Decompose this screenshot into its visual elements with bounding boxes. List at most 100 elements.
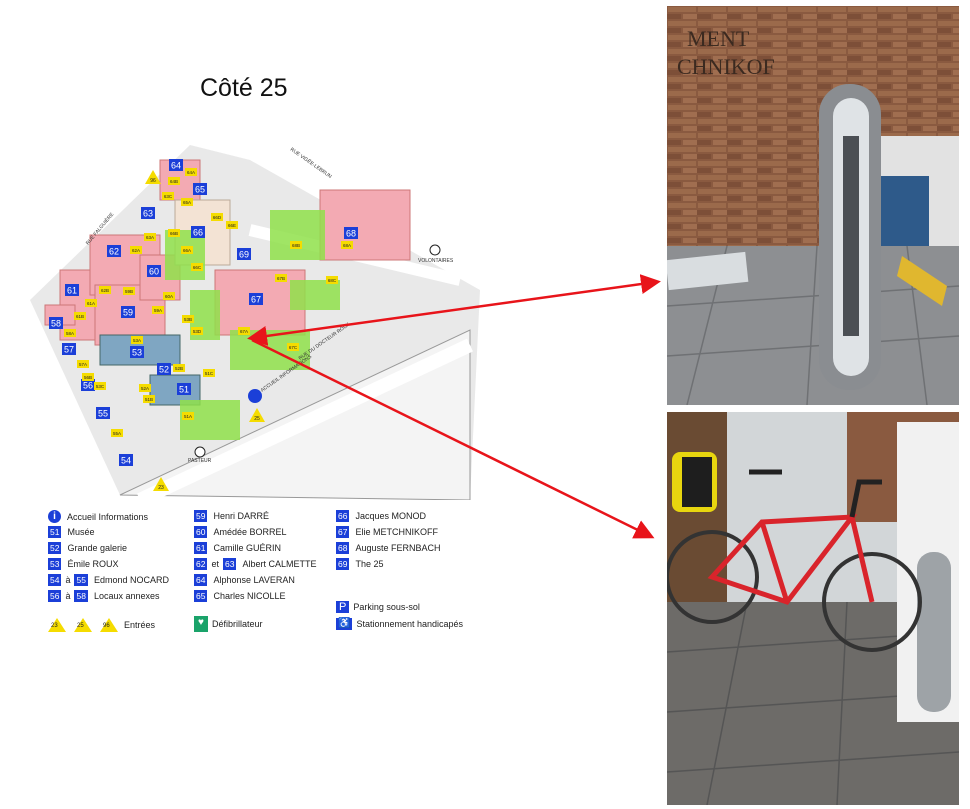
building-badge: 62 bbox=[194, 558, 208, 570]
building-badge[interactable] bbox=[147, 265, 161, 277]
building-badge[interactable] bbox=[107, 245, 121, 257]
map-title: Côté 25 bbox=[200, 74, 288, 102]
building-number[interactable]: 54 bbox=[121, 456, 131, 466]
building-number[interactable]: 58 bbox=[51, 319, 61, 329]
building-number[interactable]: 55 bbox=[98, 409, 108, 419]
entrance-label: 59B bbox=[125, 289, 133, 294]
building-badge[interactable] bbox=[141, 207, 155, 219]
legend-parking: P Parking sous-sol bbox=[336, 601, 420, 613]
info-icon: i bbox=[48, 510, 61, 523]
entrance-marker bbox=[211, 213, 223, 221]
green-space bbox=[290, 280, 340, 310]
building-number[interactable]: 67 bbox=[251, 295, 261, 305]
entrance-label: 51C bbox=[205, 371, 214, 376]
entrance-label: 68C bbox=[328, 278, 337, 283]
building-number[interactable]: 59 bbox=[123, 308, 133, 318]
green-space bbox=[270, 210, 325, 260]
legend-label: Accueil Informations bbox=[67, 511, 149, 522]
entrance-label: 64B bbox=[170, 179, 178, 184]
gate-number: 23 bbox=[51, 623, 58, 629]
building-number[interactable]: 66 bbox=[193, 228, 203, 238]
wall-lettering: MENT bbox=[687, 26, 750, 51]
building-badge: 59 bbox=[194, 510, 208, 522]
building-number[interactable]: 64 bbox=[171, 161, 181, 171]
legend-label: Entrées bbox=[124, 620, 156, 630]
building-badge[interactable] bbox=[62, 343, 76, 355]
gate-number: 96 bbox=[103, 623, 110, 629]
entrance-marker bbox=[82, 373, 94, 381]
building-number[interactable]: 65 bbox=[195, 185, 205, 195]
entrance-marker bbox=[191, 327, 203, 335]
entrance-label: 65A bbox=[183, 200, 191, 205]
legend-label: Émile ROUX bbox=[67, 559, 119, 569]
photo-bike-repair-station: MENT CHNIKOF bbox=[667, 6, 959, 405]
building-number[interactable]: 68 bbox=[346, 229, 356, 239]
building-badge[interactable] bbox=[49, 317, 63, 329]
building-badge[interactable] bbox=[121, 306, 135, 318]
building-number[interactable]: 57 bbox=[64, 345, 74, 355]
entrance-label: 66E bbox=[228, 223, 236, 228]
building-badge[interactable] bbox=[193, 183, 207, 195]
building-number[interactable]: 56 bbox=[83, 381, 93, 391]
building-number[interactable]: 51 bbox=[179, 385, 189, 395]
entrance-marker bbox=[152, 306, 164, 314]
entrance-label: 61B bbox=[76, 314, 84, 319]
building-number[interactable]: 61 bbox=[67, 286, 77, 296]
entrance-label: 63C bbox=[164, 194, 173, 199]
legend-joiner: à bbox=[65, 591, 71, 601]
entrance-label: 66B bbox=[170, 231, 178, 236]
parking-icon: P bbox=[336, 601, 350, 613]
building-badge[interactable] bbox=[344, 227, 358, 239]
building-badge: 54 bbox=[48, 574, 62, 586]
info-icon[interactable] bbox=[248, 389, 262, 403]
gate-triangle bbox=[153, 477, 169, 491]
photo-red-bicycle bbox=[667, 412, 959, 805]
building-badge[interactable] bbox=[191, 226, 205, 238]
entrance-marker bbox=[182, 412, 194, 420]
entrance-marker bbox=[144, 233, 156, 241]
defibrillator-icon: ♥ bbox=[194, 616, 208, 632]
building-number[interactable]: 52 bbox=[159, 365, 169, 375]
building-badge: 66 bbox=[336, 510, 350, 522]
entrance-label: 55A bbox=[113, 431, 121, 436]
building-badge[interactable] bbox=[237, 248, 251, 260]
building-number[interactable]: 53 bbox=[132, 348, 142, 358]
legend-label: Charles NICOLLE bbox=[213, 591, 286, 601]
building-badge: 63 bbox=[222, 558, 237, 570]
street-label: VOLONTAIRES bbox=[418, 258, 454, 264]
metro-icon bbox=[429, 244, 441, 256]
building-badge[interactable] bbox=[81, 379, 95, 391]
building-badge: 65 bbox=[194, 590, 208, 602]
building-number[interactable]: 69 bbox=[239, 250, 249, 260]
building-badge[interactable] bbox=[177, 383, 191, 395]
entrance-marker bbox=[64, 329, 76, 337]
legend-label: Locaux annexes bbox=[93, 591, 160, 601]
building-badge[interactable] bbox=[119, 454, 133, 466]
building-number[interactable]: 63 bbox=[143, 209, 153, 219]
entrance-marker bbox=[123, 287, 135, 295]
entrance-label: 60A bbox=[165, 294, 173, 299]
entrance-label: 52A bbox=[141, 386, 149, 391]
building-badge[interactable] bbox=[169, 159, 183, 171]
building-badge[interactable] bbox=[65, 284, 79, 296]
entrance-label: 53B bbox=[184, 317, 192, 322]
entrance-marker bbox=[181, 246, 193, 254]
building-badge: 61 bbox=[194, 542, 208, 554]
building-number[interactable]: 60 bbox=[149, 267, 159, 277]
entrance-label: 53C bbox=[96, 384, 105, 389]
entrance-label: 52B bbox=[175, 366, 183, 371]
building-badge[interactable] bbox=[130, 346, 144, 358]
entrance-label: 57A bbox=[79, 362, 87, 367]
building-badge[interactable] bbox=[157, 363, 171, 375]
building-badge[interactable] bbox=[96, 407, 110, 419]
building-number[interactable]: 62 bbox=[109, 247, 119, 257]
legend-item: 65 Charles NICOLLE bbox=[194, 590, 286, 602]
entrance-label: 58A bbox=[66, 331, 74, 336]
entrance-label: 59A bbox=[154, 308, 162, 313]
